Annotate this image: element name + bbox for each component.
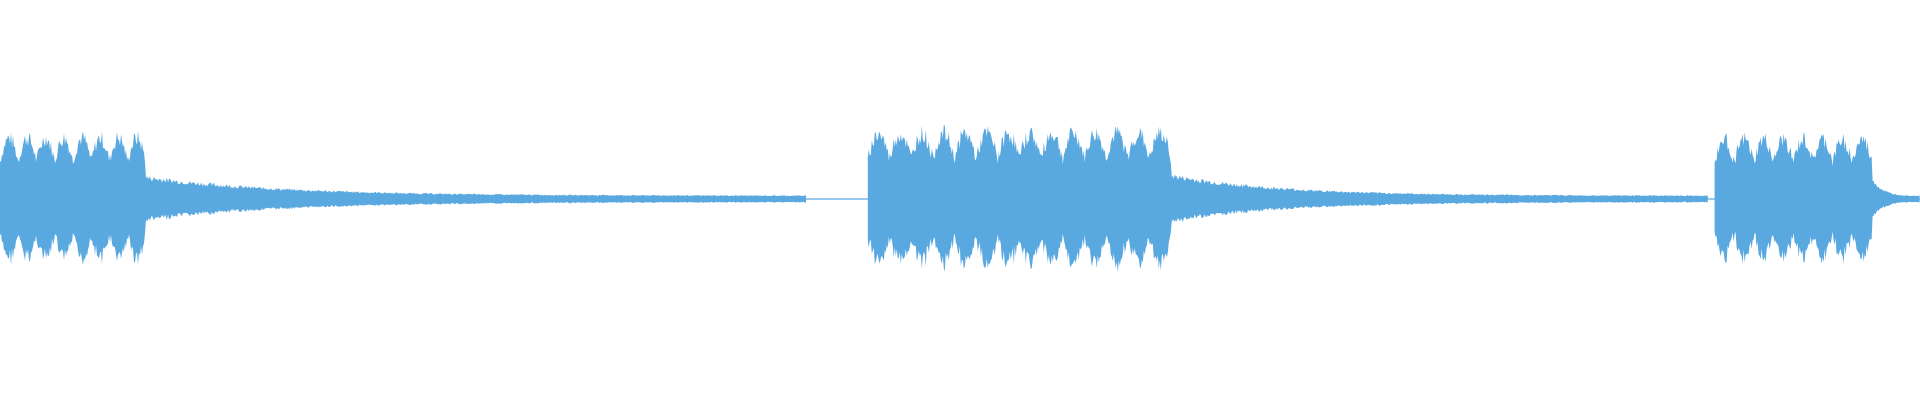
waveform-burst-2 — [867, 124, 1708, 273]
waveform-burst-3 — [1714, 131, 1920, 265]
waveform-burst-1 — [0, 130, 806, 266]
waveform-clips — [0, 124, 1920, 273]
